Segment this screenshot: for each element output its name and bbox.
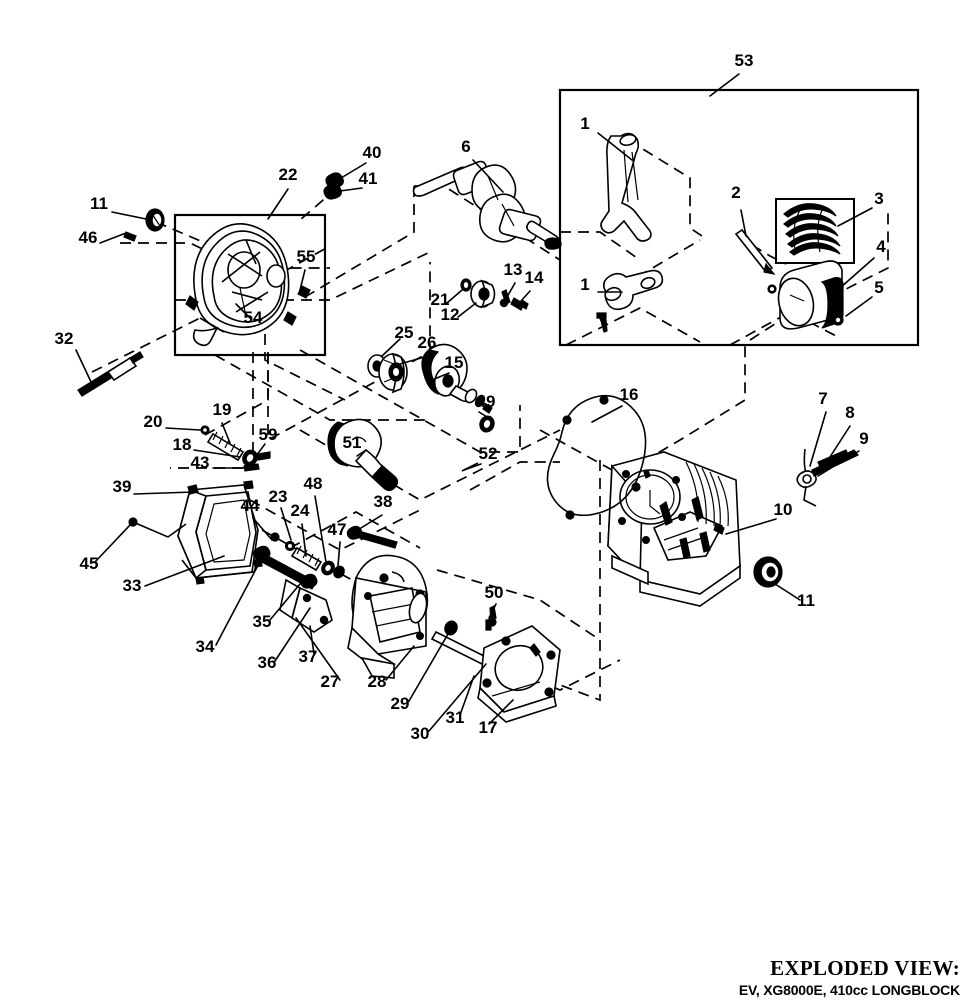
callout-number-11-bearing: 11 [90, 194, 108, 213]
oil-seal-group [460, 278, 529, 311]
piston-pin-clip [832, 314, 844, 326]
callout-number-38-valve-cover-bolt: 38 [374, 492, 393, 511]
callout-number-53-piston-and-rod-kit: 53 [735, 51, 754, 70]
washer-49 [479, 415, 495, 433]
callout-number-55-cover-oil-seal: 55 [297, 247, 316, 266]
callout-number-28-cylinder-head: 28 [368, 672, 387, 691]
callout-number-39-valve-cover-gasket: 39 [113, 477, 132, 496]
caption-subtitle: EV, XG8000E, 410cc LONGBLOCK [739, 982, 960, 998]
governor-gear-assembly [367, 352, 408, 394]
piston-ring-set [783, 203, 841, 256]
callout-number-1-connecting-rod: 1 [580, 114, 589, 133]
cylinder-head-gasket [477, 625, 561, 723]
valve-train-upper [200, 425, 271, 472]
governor-arm-assembly [796, 448, 859, 507]
camshaft [421, 343, 493, 414]
callout-number-35-rocker-arm: 35 [253, 612, 272, 631]
callout-number-21-washer: 21 [431, 290, 450, 309]
callout-number-5-piston-pin-clip: 5 [874, 278, 883, 297]
callout-number-17-cylinder-head-gasket: 17 [479, 718, 498, 737]
callout-number-46-roll-pin: 46 [79, 228, 98, 247]
callout-number-45-valve-cover-screw: 45 [80, 554, 99, 573]
callout-number-12-oil-seal: 12 [441, 305, 460, 324]
dowel-pin-50 [485, 619, 492, 631]
callout-number-29-head-bolt: 29 [391, 694, 410, 713]
crankcase-gasket [546, 394, 647, 520]
callout-number-6-crankshaft: 6 [461, 137, 470, 156]
callout-number-31-dowel-pin: 31 [446, 708, 465, 727]
callout-number-33-valve-cover: 33 [123, 576, 142, 595]
cylinder-head [347, 554, 429, 679]
callout-number-43-valve-stem-seal: 43 [191, 453, 210, 472]
callout-number-24-valve-spring: 24 [291, 501, 310, 520]
callout-number-20-valve-keeper: 20 [144, 412, 163, 431]
connecting-rod [600, 132, 652, 242]
callout-number-54-crankcase-cover: 54 [244, 308, 263, 327]
callout-number-13-washer: 13 [504, 260, 523, 279]
piston [767, 260, 844, 330]
callout-number-25-governor-gear: 25 [395, 323, 414, 342]
callout-number-3-piston-ring-set: 3 [874, 189, 883, 208]
callout-number-15-camshaft: 15 [445, 353, 464, 372]
valve-cover [177, 480, 263, 585]
crankshaft [412, 160, 562, 250]
assembly-dashed-paths [91, 139, 889, 702]
valve-cover-screw-45 [128, 517, 187, 538]
callout-number-32-dipstick-rod: 32 [55, 329, 74, 348]
callout-number-8-governor-link: 8 [845, 403, 854, 422]
callout-number-36-rocker-arm-pivot: 36 [258, 653, 277, 672]
callout-number-40-bolt: 40 [363, 143, 382, 162]
callout-number-48-valve-spring-seat: 48 [304, 474, 323, 493]
callout-number-7-governor-arm: 7 [818, 389, 827, 408]
crankcase-cover-box [173, 213, 327, 357]
callout-number-1-connecting-rod-cap: 1 [580, 275, 589, 294]
callout-number-51-oil-dipper: 51 [343, 433, 362, 452]
roll-pin-46 [123, 231, 137, 242]
callout-number-23-valve-keeper: 23 [269, 487, 288, 506]
valve-cover-bolt-38 [346, 525, 398, 549]
bearing-left [145, 208, 165, 232]
valve-train-lower [270, 532, 345, 579]
callout-number-37-rocker-arm-bracket: 37 [299, 647, 318, 666]
caption-block: EXPLODED VIEW: EV, XG8000E, 410cc LONGBL… [739, 956, 960, 998]
callout-number-9-governor-rod: 9 [859, 429, 868, 448]
bolt-40-41 [323, 172, 344, 200]
callout-number-49-washer: 49 [477, 392, 496, 411]
caption-title: EXPLODED VIEW: [770, 956, 960, 980]
callout-number-47-valve-intake: 47 [328, 520, 347, 539]
callout-number-59-valve-adjust-nut: 59 [259, 425, 278, 444]
callout-number-11-bearing: 11 [797, 591, 815, 610]
wrist-pin [734, 228, 776, 275]
callout-number-19-valve-spring: 19 [213, 400, 232, 419]
callout-number-4-piston: 4 [876, 237, 886, 256]
callout-number-22-crankcase-cover-assembly: 22 [279, 165, 298, 184]
callout-number-41-washer: 41 [359, 169, 378, 188]
callout-number-14-nut: 14 [525, 268, 544, 287]
callout-number-52-crankcase-breather: 52 [479, 444, 498, 463]
engine-block-crankcase [607, 451, 741, 607]
crankcase-cover [185, 222, 311, 347]
callout-number-2-wrist-pin: 2 [731, 183, 740, 202]
dipstick-rod [77, 351, 144, 397]
callout-number-16-crankcase-gasket: 16 [620, 385, 639, 404]
piston-and-rod-kit-box [558, 88, 920, 347]
callout-number-26-governor-weight-assembly: 26 [418, 333, 437, 352]
callout-number-34-rocker-arm-bolt: 34 [196, 637, 215, 656]
leader-lines [75, 73, 875, 732]
callout-number-18-valve-spring-retainer: 18 [173, 435, 192, 454]
callout-number-10-engine-block-crankcase: 10 [774, 500, 793, 519]
callout-number-50-dowel-pin: 50 [485, 583, 504, 602]
callout-number-30-push-rod: 30 [411, 724, 430, 743]
connecting-rod-cap [596, 269, 664, 333]
callout-number-44-valve-exhaust: 44 [241, 496, 260, 515]
callout-number-27-push-rod-guide: 27 [321, 672, 340, 691]
piston-ring-set-box [775, 198, 855, 264]
oil-dipper [327, 418, 399, 492]
bearing-right [753, 556, 783, 588]
